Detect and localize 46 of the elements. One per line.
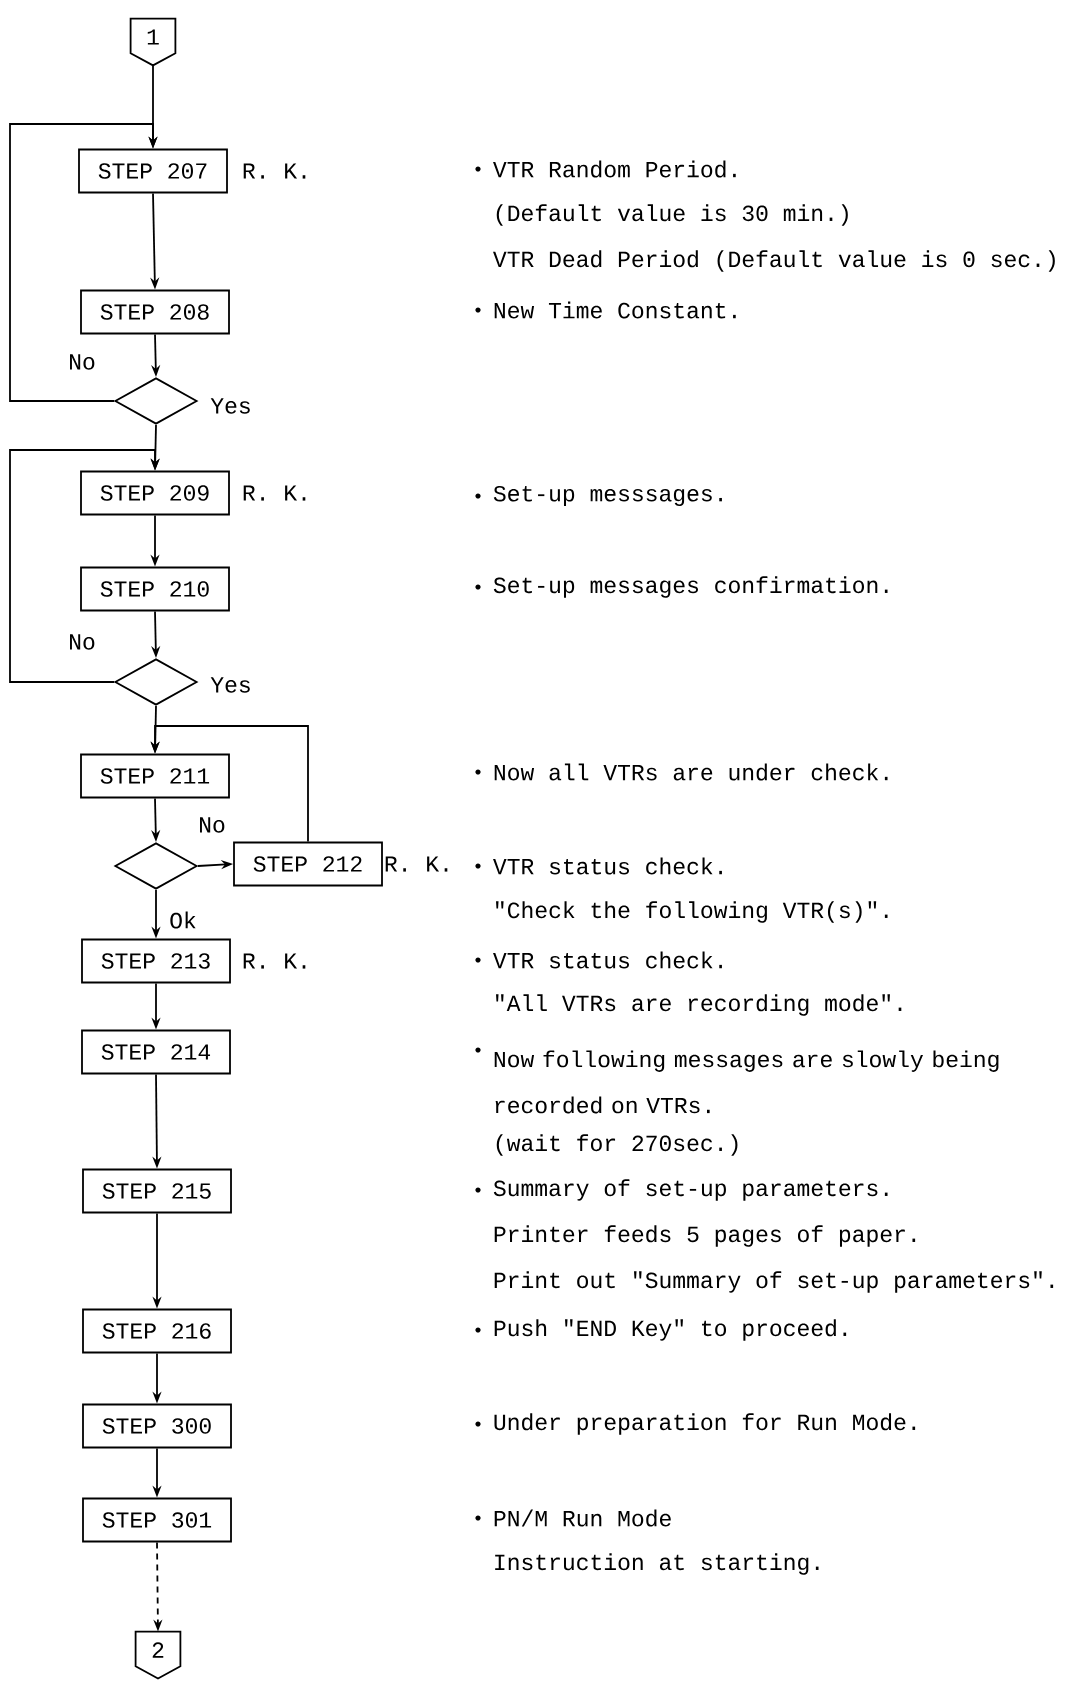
note-text: VTR status check. (493, 951, 722, 969)
note-text: "Check the following VTR(s)". (496, 901, 888, 923)
note-text: Now all VTRs are under check. (494, 763, 888, 781)
note-text: R. K. (243, 485, 306, 501)
note-text: VTR status check. (493, 857, 722, 875)
note-text: PN/M Run Mode (494, 1509, 671, 1527)
edge-label: Yes (208, 396, 254, 416)
process-box: STEP 212 (233, 841, 383, 887)
note-text: VTR Dead Period (Default value is 0 sec.) (493, 250, 1055, 272)
note-text: Set-up messages confirmation. (493, 576, 888, 598)
process-box: STEP 213 (81, 938, 231, 984)
process-box: STEP 216 (82, 1308, 232, 1354)
note-text: Push "END Key" to proceed. (494, 1319, 847, 1341)
edge-label: No (66, 632, 98, 652)
note-text: New Time Constant. (494, 301, 736, 319)
edge-label: No (66, 352, 98, 372)
note-text: R. K. (243, 163, 306, 179)
note-text: "All VTRs are recording mode". (496, 994, 902, 1016)
note-text: Summary of set-up parameters. (493, 1179, 888, 1201)
edge-label: No (196, 815, 228, 835)
process-box: STEP 210 (80, 566, 230, 612)
note-text: Set-up messsages. (493, 485, 722, 507)
note-text: Instruction at starting. (495, 1553, 819, 1575)
note-text: R. K. (385, 856, 448, 872)
arrow (9, 449, 160, 683)
note-text: R. K. (243, 953, 306, 969)
note-text: (Default value is 30 min.) (496, 204, 848, 226)
process-box: STEP 214 (81, 1029, 231, 1075)
note-text: Printer feeds 5 pages of paper. (494, 1225, 916, 1247)
note-text: Now following messages are slowly being recorded on VTRs. (494, 1050, 999, 1114)
process-box: STEP 300 (82, 1403, 232, 1449)
arrow (9, 123, 158, 402)
note-text: (wait for 270sec.) (496, 1134, 738, 1156)
process-box: STEP 207 (78, 148, 228, 194)
note-text: Print out "Summary of set-up parameters". (494, 1271, 1054, 1293)
note-text: VTR Random Period. (493, 160, 736, 178)
process-box: STEP 301 (82, 1497, 232, 1543)
connector-pentagon: 1 (129, 17, 177, 67)
note-text: Under preparation for Run Mode. (494, 1413, 916, 1435)
edge-label: Ok (167, 909, 199, 931)
process-box: STEP 208 (80, 289, 230, 335)
process-box: STEP 211 (80, 753, 230, 799)
process-box: STEP 209 (80, 470, 230, 516)
edge-label: Yes (208, 675, 254, 695)
connector-pentagon: 2 (134, 1630, 182, 1680)
process-box: STEP 215 (82, 1168, 232, 1214)
